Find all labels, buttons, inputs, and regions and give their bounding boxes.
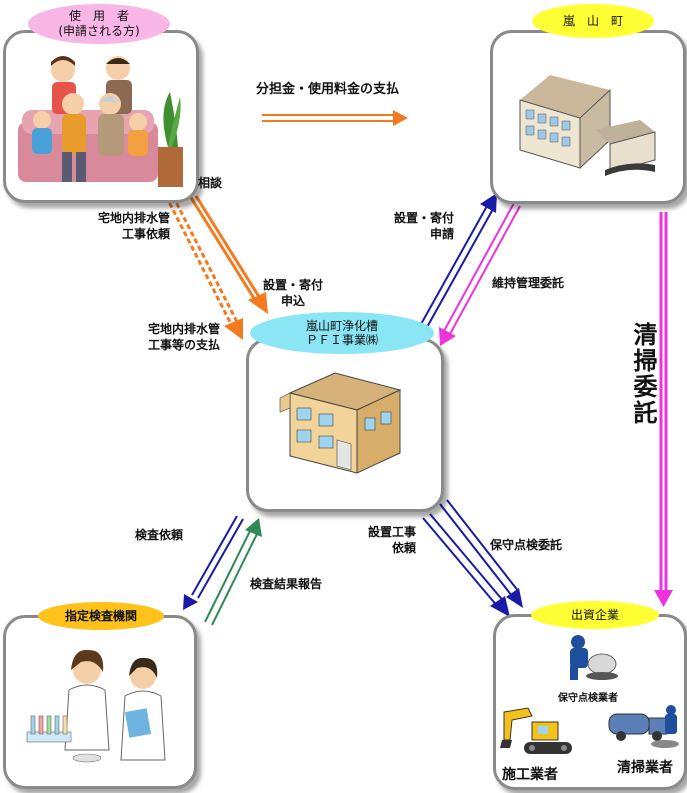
- lab-workers-illustration: [26, 649, 166, 763]
- user-label: 使 用 者 (申請される方): [28, 4, 170, 44]
- cleaning-worker-label: 清掃業者: [617, 760, 673, 776]
- drain-request-line2: 工事依頼: [121, 227, 170, 241]
- arrow-drain-request: [164, 195, 243, 340]
- pfi-label-line2: ＰＦＩ事業㈱: [305, 333, 378, 347]
- inspection-report-label: 検査結果報告: [250, 577, 323, 591]
- arrow-cleaning-contract: [654, 212, 673, 607]
- maintenance-worker-illustration: [570, 635, 618, 680]
- investor-label: 出資企業: [531, 601, 659, 629]
- user-label-line2: (申請される方): [58, 24, 140, 38]
- arrow-install-apply: [419, 193, 497, 330]
- arrow-consult: [188, 195, 268, 314]
- maintenance-check-label: 保守点検委託: [490, 538, 563, 552]
- install-apply-pfi-line1: 設置・寄付: [393, 211, 454, 225]
- construction-request-line2: 依頼: [391, 541, 416, 555]
- maintenance-contract-label: 維持管理委託: [492, 276, 565, 290]
- drain-payment-line2: 工事等の支払: [147, 338, 220, 352]
- user-label-line1: 使 用 者: [68, 9, 129, 23]
- drain-payment-label: 宅地内排水管 工事等の支払: [104, 321, 220, 353]
- cleaning-truck-illustration: [608, 705, 679, 748]
- maintenance-worker-label: 保守点検業者: [558, 693, 618, 704]
- construction-worker-label: 施工業者: [502, 767, 558, 783]
- pfi-label-line1: 嵐山町浄化槽: [305, 319, 378, 333]
- town-label-text: 嵐 山 町: [562, 13, 623, 28]
- construction-request-label: 設置工事 依頼: [342, 524, 416, 556]
- arrow-maintenance-check: [439, 499, 523, 608]
- install-apply-user-line1: 設置・寄付: [262, 278, 323, 292]
- payment-to-town-label: 分担金・使用料金の支払: [256, 82, 400, 97]
- construction-request-line1: 設置工事: [367, 525, 416, 539]
- arrow-maintenance-contract: [439, 202, 521, 346]
- pfi-label: 嵐山町浄化槽 ＰＦＩ事業㈱: [250, 312, 434, 354]
- install-apply-user-line2: 申込: [280, 294, 305, 308]
- town-hall-illustration: [519, 75, 656, 176]
- install-apply-pfi-label: 設置・寄付 申請: [362, 210, 454, 242]
- excavator-illustration: [500, 707, 572, 754]
- install-apply-pfi-line2: 申請: [429, 227, 454, 241]
- arrow-inspection-request: [183, 515, 244, 610]
- drain-request-label: 宅地内排水管 工事依頼: [72, 210, 170, 242]
- inspection-label-text: 指定検査機関: [64, 608, 137, 623]
- drain-request-line1: 宅地内排水管: [97, 211, 170, 225]
- consult-label: 相談: [198, 176, 223, 190]
- investor-box: [493, 614, 687, 790]
- arrow-payment-to-town: [262, 110, 408, 126]
- cleaning-contract-label: 清掃委託: [629, 322, 657, 426]
- town-label: 嵐 山 町: [532, 4, 654, 38]
- family-illustration: [18, 56, 183, 187]
- pfi-building-illustration: [279, 372, 402, 474]
- investor-label-text: 出資企業: [570, 607, 619, 622]
- drain-payment-line1: 宅地内排水管: [147, 322, 220, 336]
- inspection-request-label: 検査依頼: [135, 528, 184, 542]
- install-apply-user-label: 設置・寄付 申込: [250, 277, 336, 309]
- arrow-construction-request: [422, 513, 510, 617]
- inspection-label: 指定検査機関: [38, 602, 164, 630]
- arrow-inspection-report: [204, 518, 262, 626]
